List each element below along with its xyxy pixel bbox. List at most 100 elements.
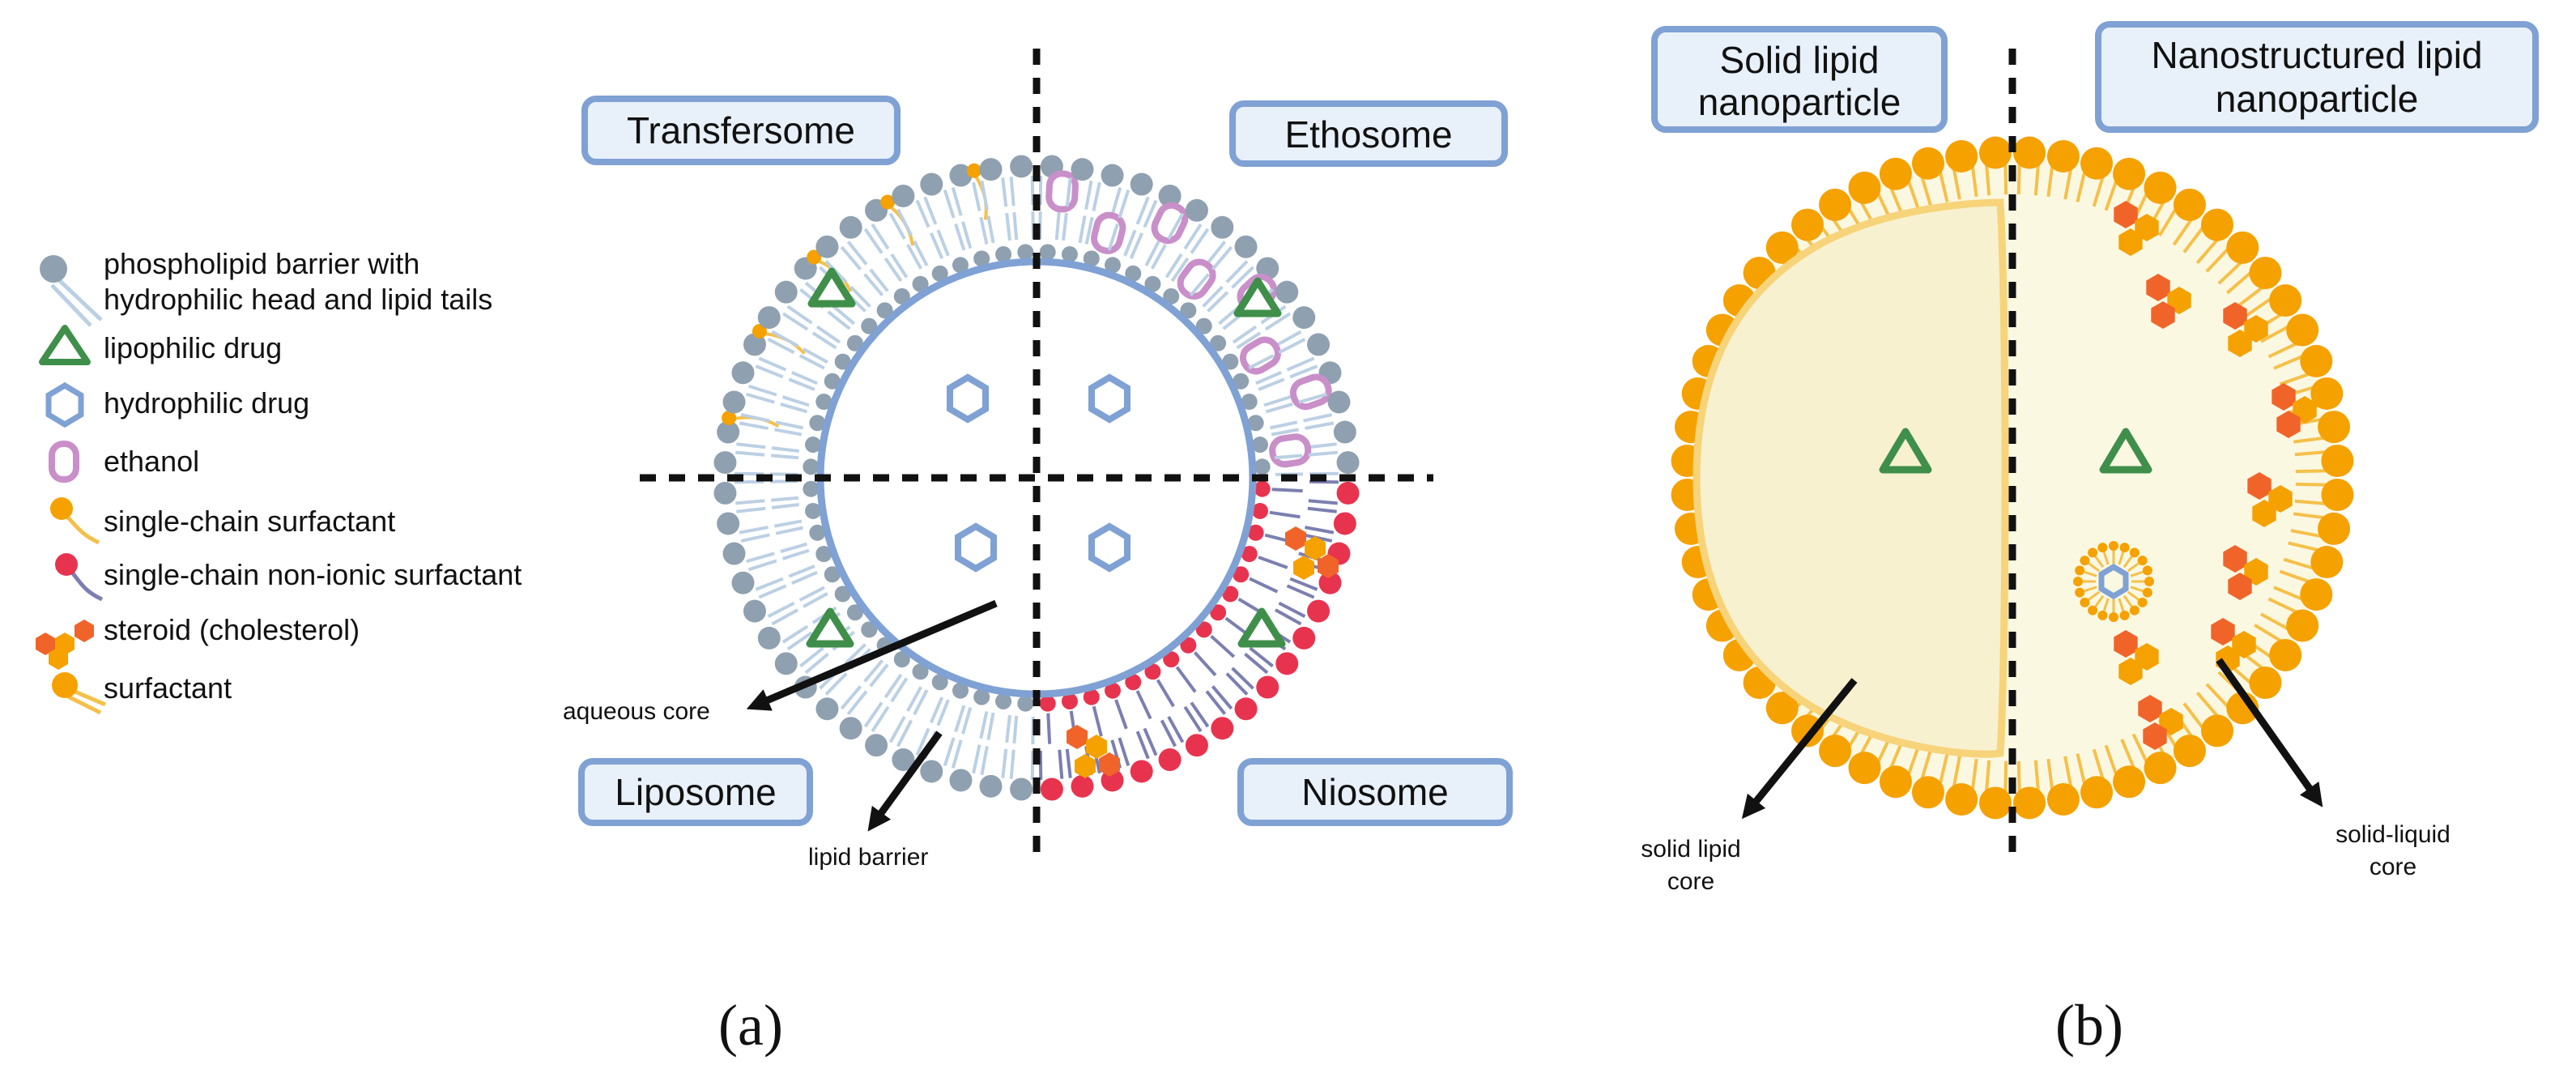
nonionic-head — [1040, 777, 1063, 801]
surfactant-tail — [2003, 160, 2008, 195]
aqueous-core-arrow — [746, 599, 998, 711]
lipid-tail — [739, 421, 769, 430]
lipid-tail — [771, 330, 799, 347]
lipid-tail — [849, 285, 871, 308]
lipid-tail — [1271, 428, 1299, 437]
surfactant-head — [722, 411, 737, 426]
nonionic-head — [1158, 748, 1182, 772]
lipid-tail — [961, 221, 973, 249]
legend-phospholipid-line1: phospholipid barrier with — [104, 247, 419, 280]
phospholipid-head — [1163, 288, 1180, 305]
lipid-tail — [1144, 240, 1160, 266]
lipid-tail — [871, 223, 890, 250]
lipid-tail — [734, 471, 764, 476]
surfactant-head — [2286, 609, 2319, 642]
surfactant-head — [2249, 666, 2282, 699]
lipid-tail — [1258, 377, 1285, 391]
lipid-tail — [1183, 223, 1203, 250]
lipid-tail — [1205, 241, 1227, 266]
lipid-tail — [890, 677, 909, 703]
steroid-icon — [2223, 545, 2247, 573]
micelle-head — [2109, 612, 2118, 622]
lipid-tail — [1205, 690, 1227, 715]
hydrophilic-drug-icon — [45, 381, 84, 428]
phospholipid-head — [1185, 198, 1208, 222]
lipid-tail — [954, 705, 966, 733]
phospholipid-head — [1158, 184, 1182, 207]
phospholipid-head — [824, 373, 841, 390]
lipid-tail — [979, 216, 989, 245]
phospholipid-head — [1210, 334, 1227, 351]
surfactant-tail — [1952, 756, 1961, 790]
steroid-icon — [2272, 383, 2296, 411]
nlc-label-box — [2095, 21, 2539, 133]
phospholipid-head — [834, 586, 851, 603]
lipid-tail — [1249, 577, 1279, 594]
micelle-tail — [2088, 590, 2101, 601]
steroid-icon — [1293, 556, 1314, 580]
micelle-tail — [2084, 586, 2097, 593]
lipid-tail — [896, 208, 913, 236]
lipid-tail — [791, 370, 818, 386]
lipid-tail — [758, 356, 787, 372]
phospholipid-head — [846, 604, 863, 621]
surfactant-tail — [2217, 258, 2245, 285]
lipid-tail — [884, 673, 903, 699]
panel-a-vesicles: phospholipid barrier with hydrophilic he… — [36, 49, 1513, 1058]
lipid-tail — [798, 354, 825, 370]
lipid-tail — [767, 338, 795, 355]
lipid-tail — [755, 577, 784, 591]
surfactant-tail — [1984, 760, 1991, 794]
lipophilic-drug-icon — [2099, 428, 2152, 474]
nonionic-head — [1307, 599, 1331, 623]
lipid-tail — [1211, 245, 1233, 270]
lipid-tail — [775, 526, 803, 535]
micelle-head — [2073, 577, 2083, 586]
micelle-head — [2097, 543, 2108, 553]
phospholipid-head — [1017, 244, 1034, 261]
nonionic-head — [1256, 675, 1279, 699]
phospholipid-head — [995, 246, 1012, 263]
lipid-tail — [1009, 749, 1015, 779]
surfactant-head — [1791, 208, 1824, 241]
lipid-tail — [1189, 273, 1210, 296]
surfactant-head — [1879, 157, 1912, 190]
nonionic-head — [1104, 682, 1121, 699]
core-hydrophilic-drugs — [947, 373, 1130, 573]
nonionic-head — [1211, 717, 1234, 740]
lipid-tail — [771, 446, 800, 453]
phospholipid-head — [839, 215, 862, 239]
lipid-tail — [755, 364, 784, 379]
surfactant-head — [880, 194, 896, 210]
nonionic-head — [1233, 566, 1250, 583]
lipid-tail — [774, 428, 803, 437]
surfactant-tail — [2131, 733, 2150, 766]
surfactant-tail — [1905, 177, 1921, 211]
surfactant-tail — [2092, 748, 2106, 783]
phospholipid-head — [722, 542, 746, 565]
legend-steroid: steroid (cholesterol) — [104, 613, 360, 646]
lipid-tail — [863, 273, 884, 296]
lipid-tail — [929, 696, 944, 723]
lipid-tail — [758, 584, 787, 599]
lipid-tail — [1274, 608, 1302, 626]
panel-a-label: (a) — [718, 993, 783, 1058]
phospholipid-head — [743, 599, 766, 623]
phospholipid-head — [1247, 415, 1264, 432]
transfersome-label-box — [581, 96, 901, 165]
lipid-tail — [811, 331, 837, 350]
micelle-tail — [2127, 562, 2140, 573]
phospholipid-head — [824, 566, 841, 583]
surfactant-head — [2286, 313, 2319, 347]
single-chain-surfactant-icon — [50, 497, 100, 545]
lipid-tail — [1175, 666, 1197, 693]
nonionic-head — [1210, 604, 1227, 621]
surfactant-tail — [1970, 758, 1978, 794]
surfactant-tail — [2279, 569, 2313, 585]
surfactant-tail — [2016, 160, 2021, 195]
surfactant-tail — [2104, 177, 2119, 211]
lipid-tail — [1231, 266, 1254, 289]
niosome-label: Niosome — [1301, 771, 1449, 813]
surfactant-tail — [1919, 173, 1933, 207]
phospholipid-head — [713, 451, 737, 475]
